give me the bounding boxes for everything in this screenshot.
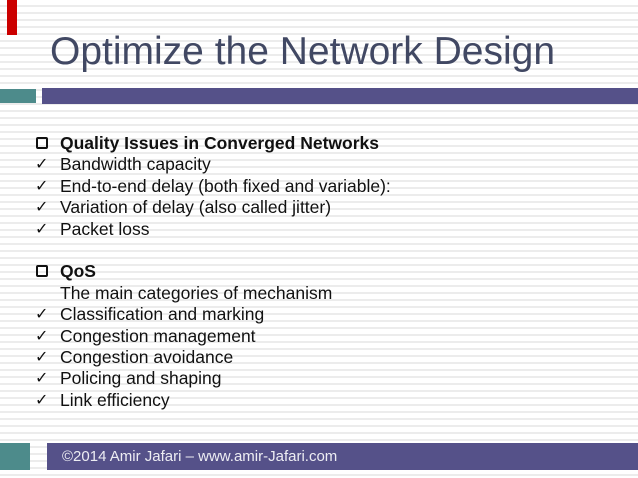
square-bullet-icon: [35, 133, 60, 154]
list-item-text: Policing and shaping: [60, 368, 222, 389]
list-item-text: QoS: [60, 261, 96, 282]
check-bullet-icon: ✓: [35, 306, 49, 324]
check-bullet-icon: ✓: [35, 370, 49, 388]
body-list: Quality Issues in Converged Networks ✓ Ban…: [35, 133, 610, 411]
footer-copyright: ©2014 Amir Jafari – www.amir-Jafari.com: [62, 448, 338, 465]
spacer-row: [35, 240, 610, 261]
list-item-text: Congestion avoidance: [60, 346, 234, 367]
check-bullet-icon: ✓: [35, 391, 49, 409]
list-item: ✓ Congestion management: [35, 326, 610, 347]
square-bullet-shape: [36, 137, 48, 149]
slide-title: Optimize the Network Design: [50, 30, 556, 73]
list-item: ✓ Link efficiency: [35, 390, 610, 411]
check-bullet-icon: ✓: [35, 327, 49, 345]
list-item: ✓ Bandwidth capacity: [35, 154, 610, 175]
check-bullet-icon: ✓: [35, 348, 49, 366]
square-bullet-icon: [35, 261, 60, 282]
list-item: ✓ End-to-end delay (both fixed and variab…: [35, 176, 610, 197]
list-item: ✓ Variation of delay (also called jitter): [35, 197, 610, 218]
list-item: Quality Issues in Converged Networks: [35, 133, 610, 154]
red-corner-marker: [7, 0, 17, 35]
list-item-text: Packet loss: [60, 218, 150, 239]
list-item-text: Link efficiency: [60, 389, 170, 410]
list-item: QoS: [35, 261, 610, 282]
list-item-text: The main categories of mechanism: [60, 282, 333, 303]
list-item-text: Bandwidth capacity: [60, 154, 211, 175]
list-item-text: Congestion management: [60, 325, 256, 346]
check-bullet-icon: ✓: [35, 199, 49, 217]
title-divider-teal-square: [0, 89, 36, 103]
check-bullet-icon: ✓: [35, 220, 49, 238]
square-bullet-shape: [36, 265, 48, 278]
check-bullet-icon: ✓: [35, 156, 49, 174]
list-item-text: Variation of delay (also called jitter): [60, 197, 332, 218]
list-item-text: Classification and marking: [60, 304, 265, 325]
footer-teal-square: [0, 443, 30, 470]
list-item: ✓ Packet loss: [35, 219, 610, 240]
list-item: ✓ Classification and marking: [35, 304, 610, 325]
footer-bar: ©2014 Amir Jafari – www.amir-Jafari.com: [47, 443, 638, 470]
list-item: The main categories of mechanism: [35, 283, 610, 304]
list-item: ✓ Congestion avoidance: [35, 347, 610, 368]
no-bullet: [35, 283, 60, 304]
list-item: ✓ Policing and shaping: [35, 368, 610, 389]
list-item-text: Quality Issues in Converged Networks: [60, 133, 379, 153]
title-divider-bar: [42, 88, 638, 104]
list-item-text: End-to-end delay (both fixed and variabl…: [60, 175, 391, 196]
check-bullet-icon: ✓: [35, 177, 49, 195]
